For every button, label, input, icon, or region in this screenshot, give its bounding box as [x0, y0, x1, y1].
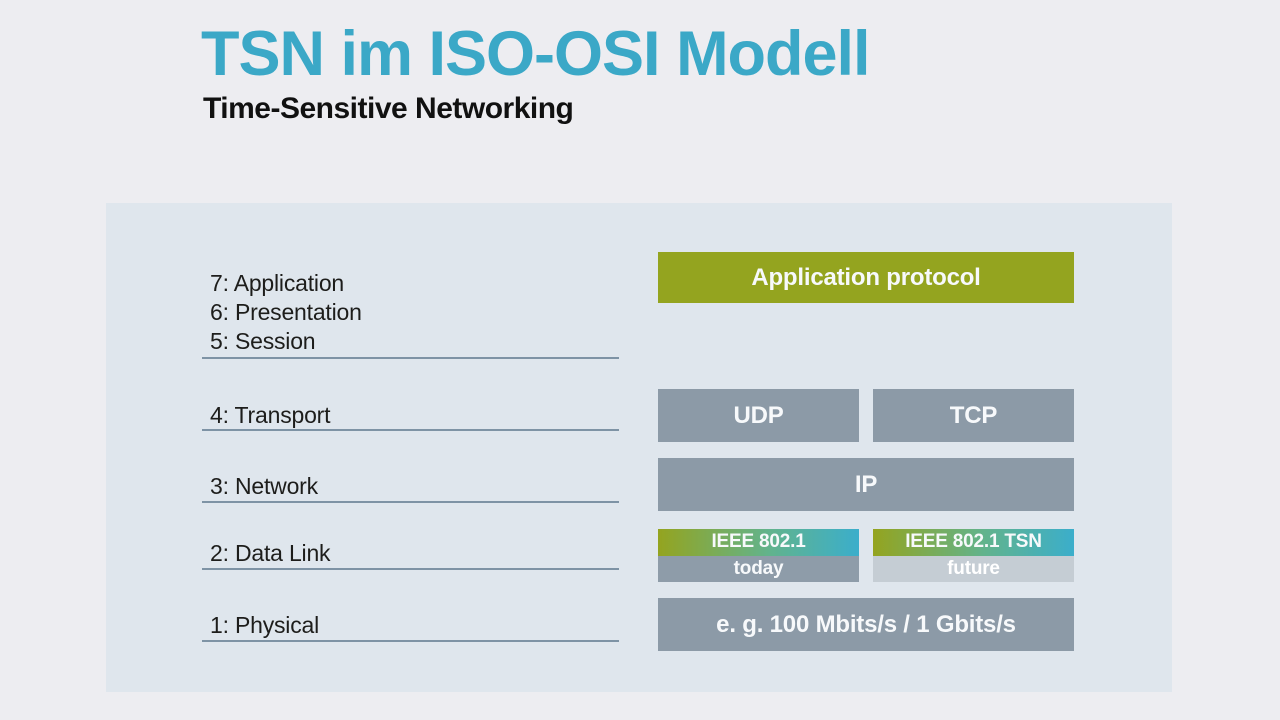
osi-layer-6-label: 6: Presentation — [210, 299, 362, 325]
divider-under-session — [202, 357, 619, 359]
osi-layer-2-label: 2: Data Link — [210, 540, 331, 566]
divider-under-datalink — [202, 568, 619, 570]
ieee-8021-label: IEEE 802.1 — [658, 529, 859, 556]
osi-layer-group-7-6-5: 7: Application 6: Presentation 5: Sessio… — [210, 269, 362, 356]
osi-layer-group-1: 1: Physical — [210, 611, 319, 640]
application-protocol-box: Application protocol — [658, 252, 1074, 303]
tcp-box: TCP — [873, 389, 1074, 442]
osi-layer-5-label: 5: Session — [210, 328, 316, 354]
osi-layer-group-4: 4: Transport — [210, 401, 331, 430]
osi-layer-group-2: 2: Data Link — [210, 539, 331, 568]
osi-layer-7-label: 7: Application — [210, 270, 345, 296]
osi-layer-3-label: 3: Network — [210, 473, 318, 499]
ieee-8021-today-box: IEEE 802.1 today — [658, 529, 859, 582]
page-subtitle: Time-Sensitive Networking — [203, 92, 574, 125]
ip-box: IP — [658, 458, 1074, 511]
ieee-8021-tsn-label: IEEE 802.1 TSN — [873, 529, 1074, 556]
divider-under-physical — [202, 640, 619, 642]
osi-layer-group-3: 3: Network — [210, 472, 318, 501]
divider-under-transport — [202, 429, 619, 431]
divider-under-network — [202, 501, 619, 503]
ieee-8021-today-label: today — [658, 555, 859, 582]
osi-layer-4-label: 4: Transport — [210, 402, 331, 428]
physical-speed-box: e. g. 100 Mbits/s / 1 Gbits/s — [658, 598, 1074, 651]
ieee-8021-tsn-future-label: future — [873, 555, 1074, 582]
udp-box: UDP — [658, 389, 859, 442]
osi-layer-1-label: 1: Physical — [210, 612, 320, 638]
page-title: TSN im ISO-OSI Modell — [201, 19, 871, 89]
ieee-8021-tsn-future-box: IEEE 802.1 TSN future — [873, 529, 1074, 582]
